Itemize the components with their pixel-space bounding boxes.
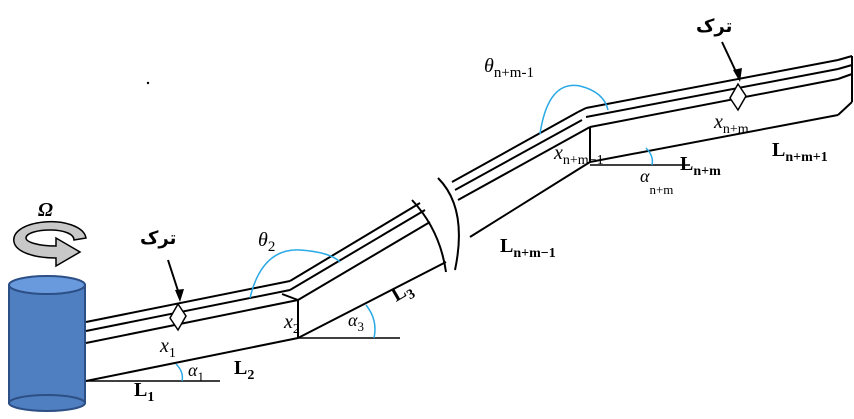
theta-n-m-1-label: θn+m-1 bbox=[484, 55, 534, 81]
x-n-m-label: xn+m bbox=[713, 111, 749, 137]
alpha-n-m-arc bbox=[645, 147, 654, 166]
crack-x1-arrowhead bbox=[175, 289, 184, 302]
L3-label: L3 bbox=[388, 277, 419, 310]
break-symbol bbox=[411, 177, 460, 273]
beam-segment-1 bbox=[85, 280, 299, 382]
angle-arcs bbox=[175, 84, 654, 382]
L2-label: L2 bbox=[234, 357, 254, 383]
alpha-3-label: α3 bbox=[348, 310, 364, 334]
alpha-3-arc bbox=[365, 304, 376, 339]
L1-label: L1 bbox=[134, 379, 154, 405]
reference-lines bbox=[86, 164, 690, 382]
alpha-1-label: α1 bbox=[188, 360, 204, 384]
crack-x-n-m-icon bbox=[729, 82, 747, 112]
theta-2-label: θ2 bbox=[258, 229, 275, 255]
x2-label: x2 bbox=[283, 311, 300, 337]
L-n-m-p1-label: Ln+m+1 bbox=[772, 139, 828, 165]
crack-x-n-m-arrowhead bbox=[733, 68, 742, 82]
rotation-arrow-icon bbox=[13, 220, 87, 268]
L-n-m-label: Ln+m bbox=[680, 153, 721, 179]
L-n-m-1-label: Ln+m−1 bbox=[500, 235, 556, 261]
theta-n-m-1-arc bbox=[539, 84, 609, 135]
crack-label-left: ترک bbox=[140, 228, 176, 249]
hub-body bbox=[8, 284, 86, 404]
labels: ترک ترک θ2 θn+m-1 x1 x2 xn+m−1 xn+m α1 α… bbox=[134, 16, 828, 405]
alpha-1-arc bbox=[175, 363, 184, 382]
crack-x1-icon bbox=[169, 302, 187, 332]
stray-dot bbox=[146, 81, 150, 85]
omega-label: Ω bbox=[38, 199, 53, 221]
beam-segment-n-m bbox=[585, 55, 853, 163]
hub-cylinder bbox=[8, 275, 86, 412]
hub-bottom bbox=[8, 394, 86, 412]
x1-label: x1 bbox=[159, 335, 176, 361]
theta-2-arc bbox=[249, 249, 341, 299]
x-n-m-1-label: xn+m−1 bbox=[553, 142, 604, 168]
hub-top bbox=[8, 275, 86, 295]
crack-label-right: ترک bbox=[696, 16, 732, 37]
beam-segment-2 bbox=[281, 202, 447, 339]
alpha-n-m-label: αn+m bbox=[640, 166, 673, 197]
beam-segment-n-m-1 bbox=[451, 107, 591, 238]
